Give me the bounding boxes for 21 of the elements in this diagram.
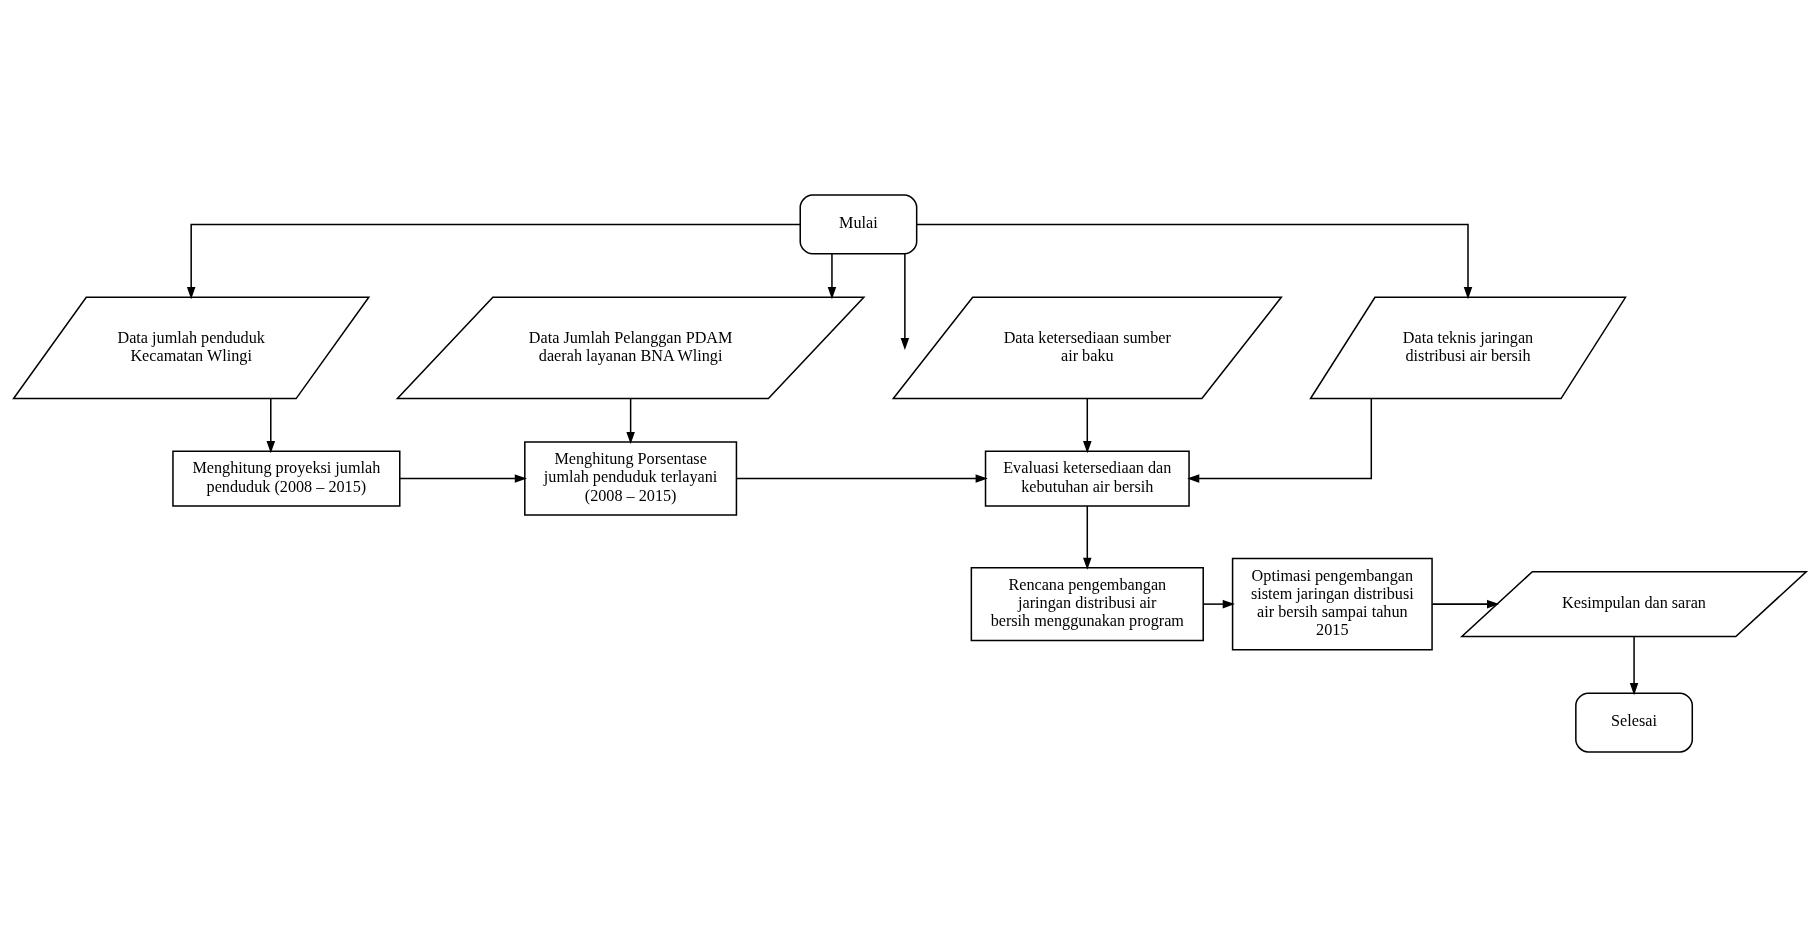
arrow: [1082, 505, 1092, 570]
arrow: [186, 223, 801, 300]
node-box: Menghitung Porsentase jumlah penduduk terlayani (2008 – 2015): [523, 441, 737, 516]
arrow: [266, 398, 275, 454]
arrow: [1202, 599, 1235, 609]
node-box: Mulai: [798, 194, 917, 255]
arrow: [1082, 398, 1092, 454]
arrow: [827, 253, 836, 300]
arrow: [915, 223, 1472, 300]
arrow: [625, 398, 635, 445]
node-box: Optimasi pengembangan sistem jaringan distribusi air bersih sampai tahun 2015: [1231, 557, 1433, 651]
arrow: [1629, 636, 1638, 696]
arrow: [1186, 398, 1372, 483]
arrow: [900, 253, 909, 351]
node-box: Rencana pengembangan jaringan distribusi air bersih menggunakan program: [970, 566, 1204, 642]
arrow: [1431, 599, 1499, 609]
node-box: Menghitung proyeksi jumlah penduduk (2008 – 2015): [171, 450, 401, 507]
arrow: [735, 474, 988, 483]
arrow: [398, 474, 527, 483]
node-box: Evaluasi ketersediaan dan kebutuhan air bersih: [984, 450, 1190, 507]
node-box: Selesai: [1574, 692, 1693, 753]
